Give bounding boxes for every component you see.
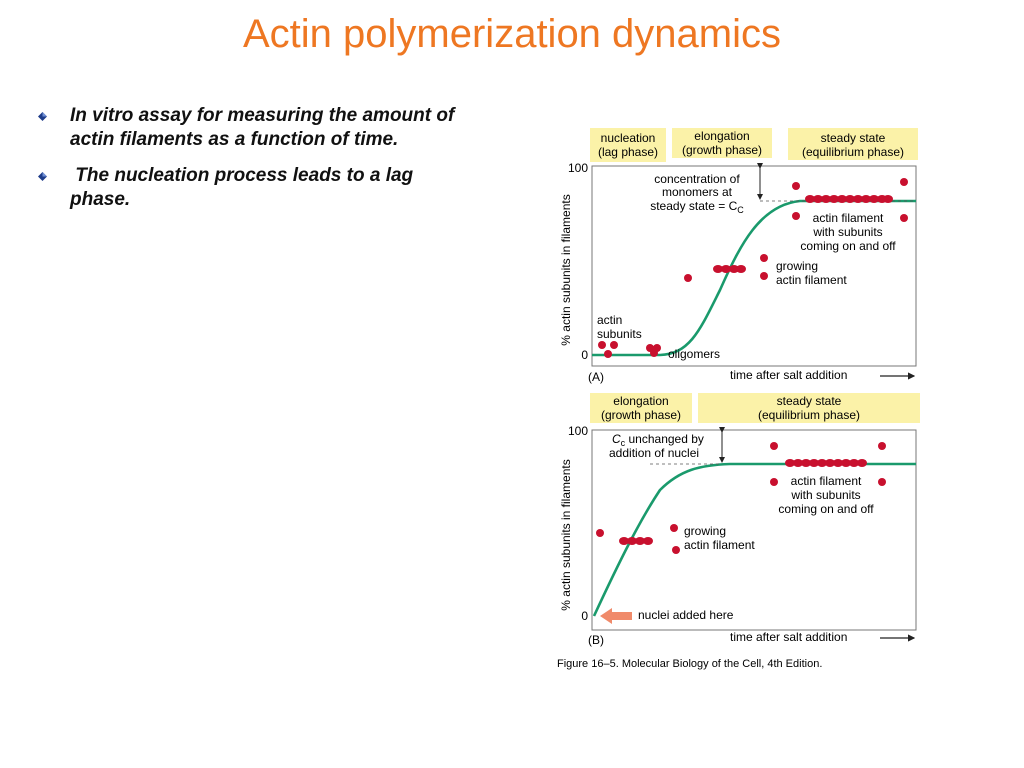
steady-annotation: with subunits: [790, 488, 860, 502]
bullet-list: In vitro assay for measuring the amount …: [38, 104, 458, 224]
steady-filament-b: [785, 459, 867, 467]
plot-frame: [591, 429, 917, 631]
growing-filament-b: [619, 537, 653, 545]
growing-annotation: actin filament: [776, 273, 847, 287]
subunit-icon: [900, 214, 908, 222]
subunit-icon: [878, 442, 886, 450]
steady-annotation: actin filament: [813, 211, 884, 225]
growing-annotation: actin filament: [684, 538, 755, 552]
phase-label: (growth phase): [682, 143, 762, 157]
bullet-item: The nucleation process leads to a lag ph…: [38, 164, 458, 212]
x-axis-label: time after salt addition: [730, 630, 847, 644]
panel-a: nucleation (lag phase) elongation (growt…: [559, 128, 918, 384]
phase-box: [590, 128, 666, 162]
growing-annotation: growing: [684, 524, 726, 538]
subunit-icon: [792, 182, 800, 190]
phase-box: [788, 128, 918, 160]
figure-caption: Figure 16–5. Molecular Biology of the Ce…: [557, 658, 822, 670]
panel-b: elongation (growth phase) steady state (…: [559, 393, 920, 647]
steady-annotation: coming on and off: [778, 502, 874, 516]
phase-label: (lag phase): [598, 145, 658, 159]
panel-label: (B): [588, 633, 604, 647]
subunit-icon: [604, 350, 612, 358]
subunit-icon: [610, 341, 618, 349]
cc-annotation: addition of nuclei: [609, 446, 699, 460]
y-tick-100: 100: [568, 161, 588, 175]
polymerization-curve: [592, 199, 916, 357]
bullet-item: In vitro assay for measuring the amount …: [38, 104, 458, 152]
subunit-icon: [670, 524, 678, 532]
y-axis-label: % actin subunits in filaments: [559, 194, 573, 345]
steady-annotation: coming on and off: [800, 239, 896, 253]
subunit-icon: [684, 274, 692, 282]
phase-label: elongation: [613, 394, 668, 408]
cc-annotation: steady state = CC: [650, 199, 744, 215]
phase-label: steady state: [821, 131, 886, 145]
slide-title: Actin polymerization dynamics: [243, 12, 781, 56]
cc-annotation: concentration of: [654, 172, 740, 186]
phase-box: [590, 393, 692, 423]
phase-label: elongation: [694, 129, 749, 143]
subunit-icon: [900, 178, 908, 186]
y-axis-label: % actin subunits in filaments: [559, 459, 573, 610]
y-tick-100: 100: [568, 424, 588, 438]
phase-label: (growth phase): [601, 408, 681, 422]
x-axis-label: time after salt addition: [730, 368, 847, 382]
oligomer-icon: [646, 344, 661, 357]
subunit-icon: [770, 478, 778, 486]
bullet-diamond-icon: [38, 172, 47, 181]
plot-frame: [591, 165, 917, 367]
subunit-icon: [672, 546, 680, 554]
panel-label: (A): [588, 370, 604, 384]
bullet-diamond-icon: [38, 112, 47, 121]
phase-label: steady state: [777, 394, 842, 408]
subunit-icon: [598, 341, 606, 349]
actin-figure: nucleation (lag phase) elongation (growt…: [557, 128, 920, 670]
subunit-icon: [760, 254, 768, 262]
bullet-text: The nucleation process leads to a lag ph…: [70, 165, 419, 210]
phase-label: (equilibrium phase): [802, 145, 904, 159]
y-tick-0: 0: [581, 609, 588, 623]
oligomers-annotation: oligomers: [668, 347, 720, 361]
subunit-icon: [596, 529, 604, 537]
subunit-icon: [792, 212, 800, 220]
subunits-annotation: subunits: [597, 327, 642, 341]
subunit-icon: [760, 272, 768, 280]
steady-annotation: actin filament: [791, 474, 862, 488]
y-tick-0: 0: [581, 348, 588, 362]
growing-filament-a: [713, 265, 746, 273]
nuclei-annotation: nuclei added here: [638, 608, 734, 622]
subunit-icon: [770, 442, 778, 450]
steady-filament-a: [805, 195, 893, 203]
cc-annotation: monomers at: [662, 185, 733, 199]
growing-annotation: growing: [776, 259, 818, 273]
phase-box: [698, 393, 920, 423]
steady-annotation: with subunits: [812, 225, 882, 239]
nuclei-arrow-icon: [600, 608, 632, 624]
subunits-annotation: actin: [597, 313, 622, 327]
phase-label: (equilibrium phase): [758, 408, 860, 422]
polymerization-curve: [592, 462, 916, 617]
phase-box: [672, 128, 772, 158]
cc-annotation: Cc unchanged by: [612, 432, 704, 448]
phase-label: nucleation: [601, 131, 656, 145]
subunit-icon: [878, 478, 886, 486]
bullet-text: In vitro assay for measuring the amount …: [70, 105, 455, 150]
